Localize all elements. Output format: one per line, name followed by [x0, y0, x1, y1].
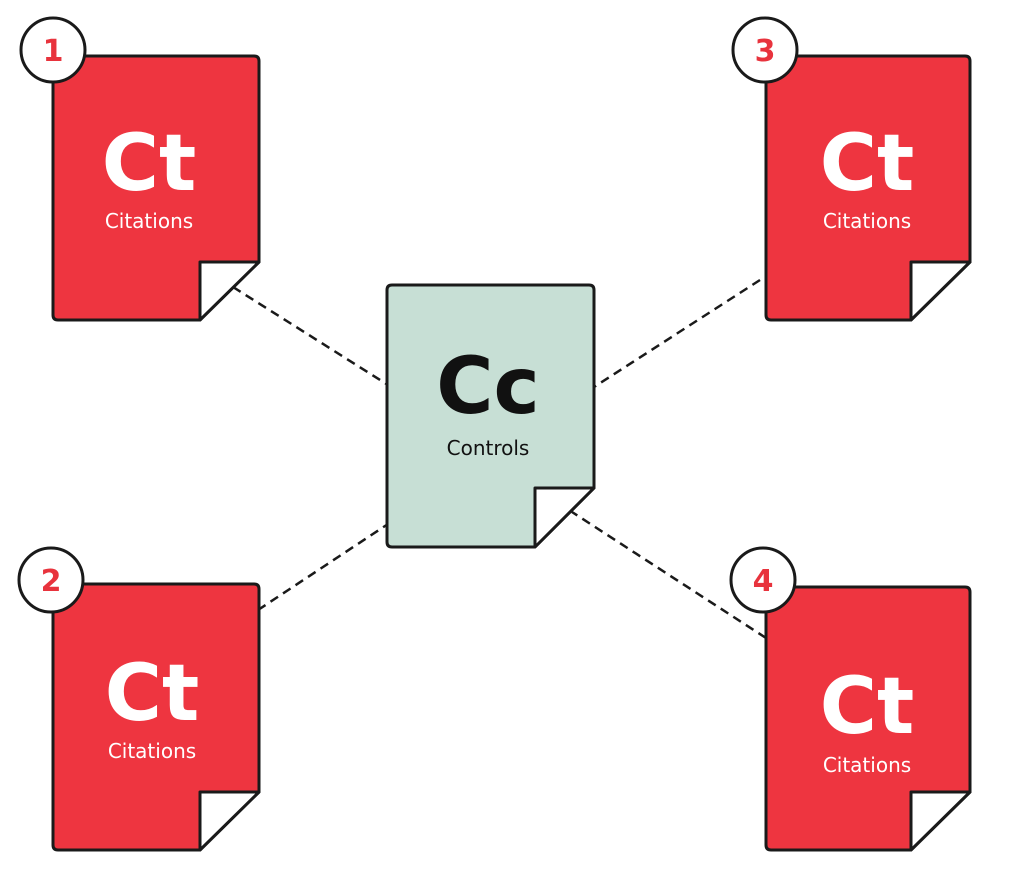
citation-document-4: Ct Citations 4 [729, 546, 972, 852]
controls-document: Cc Controls [385, 283, 596, 549]
citation-symbol: Ct [820, 119, 915, 209]
citation-symbol: Ct [820, 662, 915, 752]
citation-document-2: Ct Citations 2 [17, 546, 261, 852]
controls-document-body [385, 283, 596, 549]
badge-number: 2 [41, 564, 62, 599]
number-badge [19, 16, 87, 84]
citation-symbol: Ct [105, 649, 200, 739]
badge-number: 4 [753, 564, 774, 599]
badge-number: 3 [755, 34, 776, 69]
connector-1 [232, 285, 389, 387]
connector-4 [571, 510, 767, 640]
citation-label: Citations [823, 209, 911, 233]
citation-symbol: Ct [102, 119, 197, 209]
citation-document-fold [909, 790, 972, 852]
number-badge [17, 546, 85, 614]
citation-label: Citations [823, 753, 911, 777]
controls-symbol: Cc [436, 342, 539, 432]
controls-document-fold [533, 486, 596, 549]
citation-document-fold [198, 790, 261, 852]
connector-3 [593, 278, 761, 389]
badge-number: 1 [43, 34, 64, 69]
citation-label: Citations [105, 209, 193, 233]
citation-document-1: Ct Citations 1 [19, 16, 261, 322]
citation-document-fold [909, 260, 972, 322]
controls-label: Controls [447, 436, 530, 460]
connector-2 [257, 522, 389, 612]
connectors [232, 278, 767, 640]
number-badge [731, 16, 799, 84]
number-badge [729, 546, 797, 614]
citation-document-3: Ct Citations 3 [731, 16, 972, 322]
citation-document-fold [198, 260, 261, 322]
citation-label: Citations [108, 739, 196, 763]
